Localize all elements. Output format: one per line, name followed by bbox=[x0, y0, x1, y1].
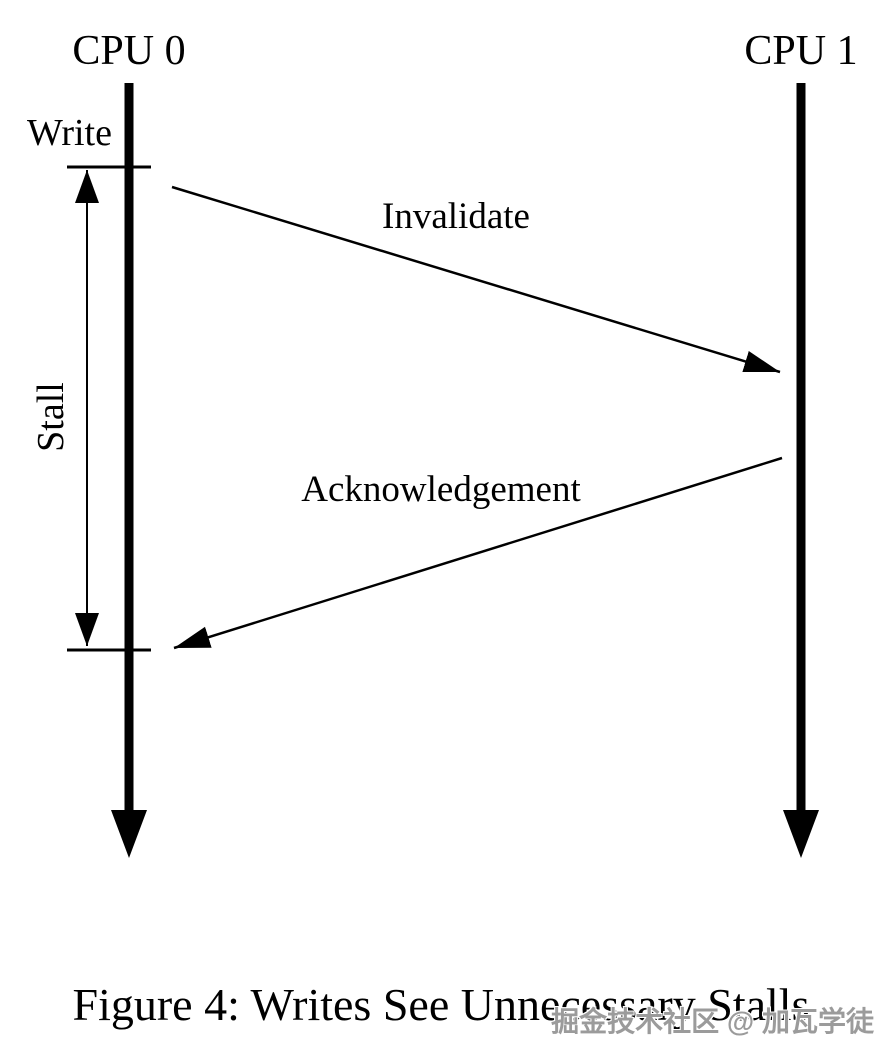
invalidate-message-label: Invalidate bbox=[382, 196, 530, 237]
figure-caption: Figure 4: Writes See Unnecessary Stalls bbox=[72, 979, 810, 1030]
invalidate-message-arrow bbox=[171, 185, 781, 374]
acknowledgement-message-label: Acknowledgement bbox=[301, 469, 581, 510]
cpu0-label: CPU 0 bbox=[72, 28, 186, 74]
cpu1-label: CPU 1 bbox=[744, 28, 858, 74]
stall-interval-label: Stall bbox=[30, 382, 72, 452]
watermark-text: 掘金技术社区 @ 加瓦学徒 bbox=[551, 1006, 874, 1037]
acknowledgement-message-arrow bbox=[173, 456, 783, 650]
write-event-label: Write bbox=[27, 112, 112, 154]
